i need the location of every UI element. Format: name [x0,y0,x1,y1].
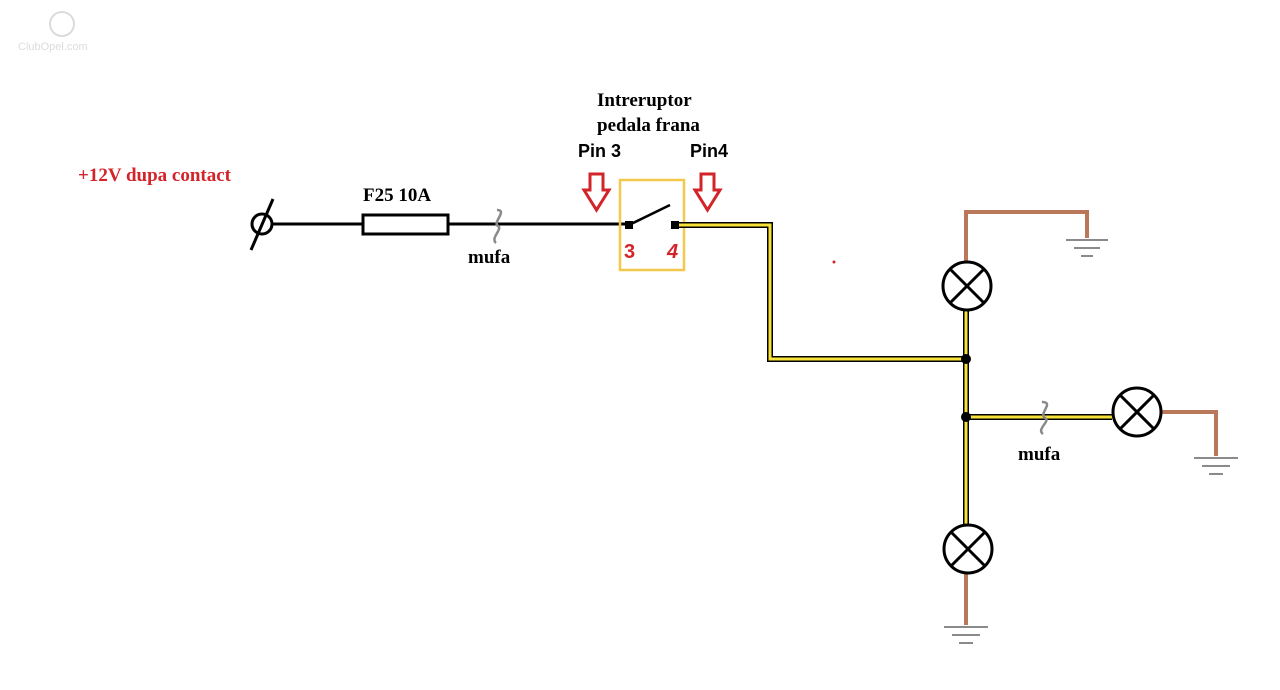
switch-lever [630,203,671,226]
splice-symbol-1 [493,208,503,244]
ground-wires [964,210,1218,625]
watermark-text: ClubOpel.com [18,41,88,53]
switch-title-line2: pedala frana [597,115,700,136]
ground-icon-3 [944,626,988,644]
switch-title-line1: Intreruptor [597,90,692,111]
terminal-3-label: 3 [624,241,635,263]
junction-dot-2 [961,412,971,422]
ground-icon-2 [1194,457,1238,475]
arrow-down-icon-pin4 [692,172,723,213]
stray-dot [832,260,836,264]
ground-icon-1 [1066,239,1108,257]
yellow-wire [679,222,1112,524]
supply-label: +12V dupa contact [78,165,232,186]
pin3-label: Pin 3 [578,141,621,161]
lamp-icon-top [941,260,993,312]
watermark: ClubOpel.com [18,11,88,53]
junction-dot-1 [961,354,971,364]
arrow-down-icon-pin3 [581,172,612,213]
lamp-icon-bottom [942,523,994,575]
switch-contact-4 [671,221,679,229]
splice-label-1: mufa [468,247,511,268]
lamp-icon-right [1111,386,1163,438]
terminal-4-label: 4 [666,241,678,263]
splice-symbol-2 [1039,400,1049,436]
splice-label-2: mufa [1018,444,1061,465]
switch-contact-3 [625,221,633,229]
fuse-label: F25 10A [363,185,431,206]
supply-terminal-symbol [249,198,275,251]
pin4-label: Pin4 [690,141,728,161]
fuse-symbol [361,213,450,236]
